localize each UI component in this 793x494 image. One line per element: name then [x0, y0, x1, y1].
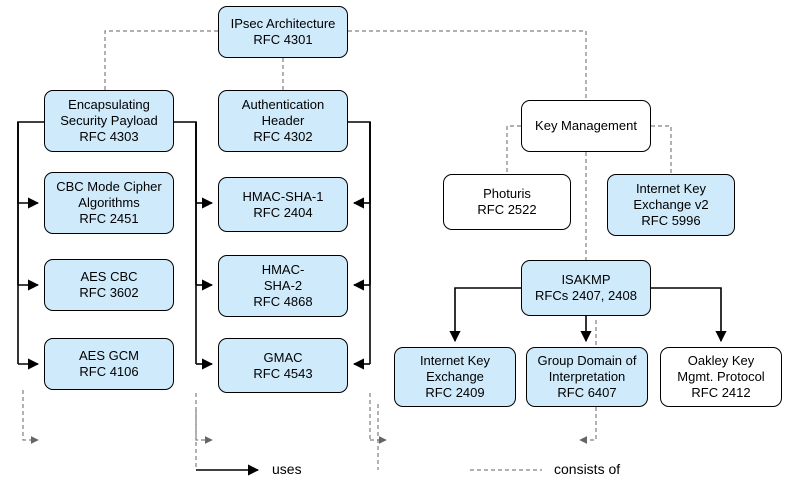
edge-mid-arrow	[195, 410, 213, 444]
node-text-line: Group Domain of	[537, 353, 637, 368]
node-text-line: AES GCM	[79, 348, 139, 363]
node-key-management[interactable]: Key Management	[521, 100, 651, 152]
edge-ipsec-keymgmt	[348, 30, 587, 100]
legend-uses-label: uses	[272, 461, 302, 477]
edge-esp-group-down	[22, 390, 39, 444]
node-text-line: Mgmt. Protocol	[677, 369, 765, 384]
node-text-line: GMAC	[263, 349, 303, 365]
node-text-line: Algorithms	[78, 195, 140, 210]
node-text-line: Exchange	[426, 369, 484, 384]
node-text-line: ISAKMP	[561, 272, 611, 287]
node-text-line: RFC 2409	[425, 385, 485, 400]
node-text-line: AES CBC	[80, 269, 138, 284]
edge-right-back-arrow	[579, 393, 597, 444]
node-text-line: RFC 2451	[79, 211, 139, 226]
node-text-line: HMAC-SHA-1	[242, 188, 324, 204]
uses-edges	[17, 121, 727, 476]
node-text-line: RFC 2522	[477, 202, 537, 217]
node-text-line: Internet Key	[419, 353, 491, 368]
edge-esp-rail-left	[17, 121, 44, 203]
edge-esp-rail-right	[174, 121, 197, 203]
node-text-line: Header	[261, 113, 305, 128]
node-text-line: Key Management	[535, 118, 637, 133]
node-text-line: IPsec Architecture	[230, 16, 336, 31]
node-text-line: RFC 4301	[253, 32, 313, 47]
node-text-line: Security Payload	[60, 113, 158, 128]
edge-keymgmt-ikev2	[651, 125, 672, 174]
edge-keymgmt-photuris	[506, 125, 521, 174]
node-text-line: RFC 4868	[253, 294, 313, 309]
node-text-line: Internet Key	[635, 181, 707, 196]
node-text-line: RFC 4303	[79, 129, 139, 144]
node-text-line: RFC 6407	[557, 385, 617, 400]
node-text-line: SHA-2	[263, 278, 303, 293]
node-text-line: Exchange v2	[633, 197, 709, 212]
node-text-line: CBC Mode Cipher	[56, 179, 162, 194]
node-text-line: Oakley Key	[687, 353, 755, 368]
edge-isakmp-ike	[449, 287, 521, 343]
node-text-line: RFC 2404	[253, 204, 313, 220]
node-text-line: RFC 5996	[641, 213, 701, 228]
consists-of-edges	[22, 30, 672, 470]
node-text-line: RFC 2412	[691, 385, 751, 400]
legend-consists-of-label: consists of	[554, 461, 621, 477]
node-text-line: HMAC-	[261, 262, 305, 277]
node-text-line: Encapsulating	[68, 97, 150, 112]
node-text-line: RFC 3602	[79, 285, 139, 300]
node-text-line: RFCs 2407, 2408	[535, 288, 637, 303]
edge-isakmp-oakley	[651, 287, 727, 343]
node-text-line: RFC 4543	[253, 365, 313, 381]
node-text-line: Photuris	[483, 186, 531, 201]
node-text-line: Interpretation	[548, 369, 626, 384]
edge-ipsec-esp	[104, 30, 218, 90]
node-text-line: RFC 4106	[79, 364, 139, 379]
node-text-line: Authentication	[241, 97, 325, 112]
edge-ah-rail	[348, 121, 371, 203]
node-text-line: RFC 4302	[253, 129, 313, 144]
